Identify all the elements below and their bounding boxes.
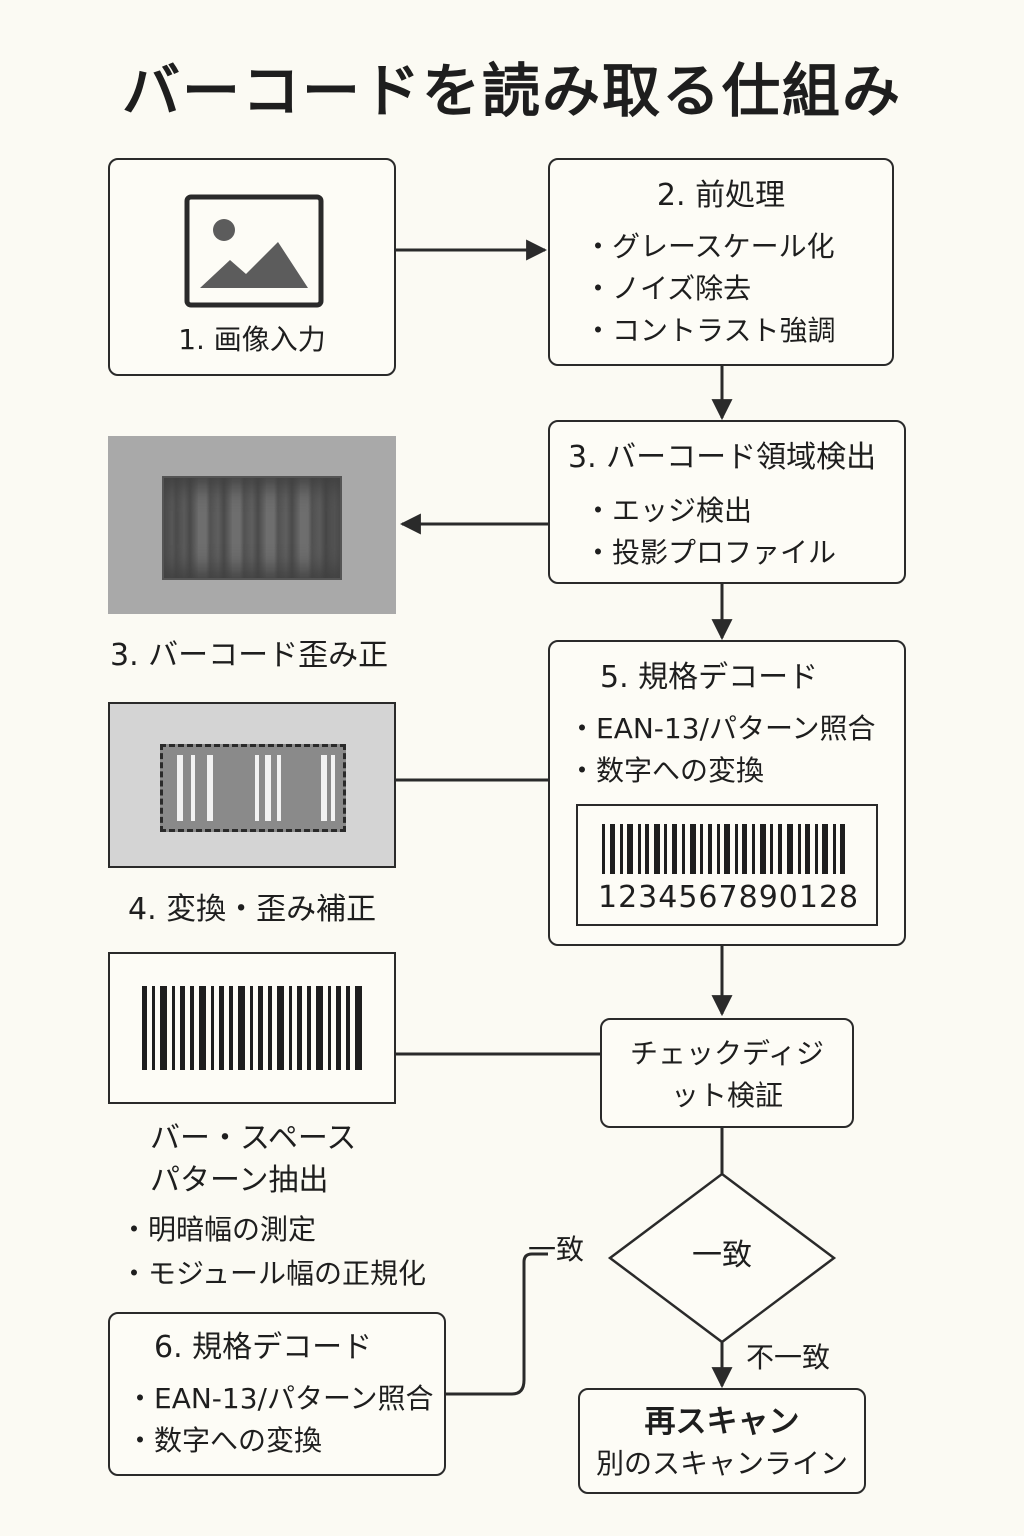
- step5-items: ・EAN-13/パターン照合 ・数字への変換: [568, 708, 876, 792]
- step3-items: ・エッジ検出 ・投影プロファイル: [584, 490, 836, 574]
- deskewed-barcode-image: [160, 744, 346, 832]
- deskewed-bars: [177, 755, 335, 821]
- barspace-item: ・明暗幅の測定: [120, 1213, 317, 1246]
- rescan-subtitle: 別のスキャンライン: [595, 1447, 848, 1480]
- step6-title: 6. 規格デコード: [154, 1330, 373, 1365]
- rescan-title: 再スキャン: [644, 1404, 800, 1440]
- step2-title: 2. 前処理: [656, 178, 786, 213]
- step2-items: ・グレースケール化 ・ノイズ除去 ・コントラスト強調: [584, 226, 835, 352]
- step2-item: ・グレースケール化: [584, 230, 835, 263]
- barspace-line1: バー・スペース: [150, 1121, 357, 1156]
- barspace-items: ・明暗幅の測定 ・モジュール幅の正規化: [120, 1208, 426, 1296]
- barcode-sample: 1234567890128: [576, 804, 878, 926]
- barcode-bars: [602, 824, 845, 874]
- decision-diamond: [607, 1172, 837, 1344]
- deskew-image-panel: [108, 702, 396, 868]
- step6-decode-box: 6. 規格デコード ・EAN-13/パターン照合 ・数字への変換: [108, 1312, 446, 1476]
- rescan-box: 再スキャン 別のスキャンライン: [578, 1388, 866, 1494]
- check-line2: ット検証: [670, 1079, 783, 1112]
- step3-item: ・エッジ検出: [584, 494, 753, 527]
- step5-title: 5. 規格デコード: [600, 660, 819, 695]
- page-title: バーコードを読み取る仕組み: [121, 57, 902, 125]
- barcode-number: 1234567890128: [598, 880, 860, 915]
- region-image-panel: [108, 436, 396, 614]
- arrow-6-to-decision: [446, 1252, 548, 1396]
- step6-items: ・EAN-13/パターン照合 ・数字への変換: [126, 1378, 434, 1462]
- check-line1: チェックディジ: [629, 1037, 825, 1070]
- decision-yes-label: 一致: [528, 1233, 585, 1266]
- barspace-title: バー・スペース パターン抽出: [150, 1118, 356, 1202]
- step2-preprocess-box: 2. 前処理 ・グレースケール化 ・ノイズ除去 ・コントラスト強調: [548, 158, 894, 366]
- step4-label: 4. 変換・歪み補正: [128, 892, 377, 927]
- step6-item: ・EAN-13/パターン照合: [126, 1382, 434, 1415]
- step3-item: ・投影プロファイル: [584, 536, 837, 569]
- step5-item: ・数字への変換: [568, 754, 765, 787]
- step6-item: ・数字への変換: [126, 1424, 323, 1457]
- decision-no-label: 不一致: [746, 1341, 831, 1374]
- step1-image-input-box: 1. 画像入力: [108, 158, 396, 376]
- step3-title: 3. バーコード領域検出: [568, 440, 877, 475]
- step1-label: 1. 画像入力: [178, 323, 326, 356]
- step2-item: ・コントラスト強調: [584, 314, 836, 347]
- barspace-line2: パターン抽出: [150, 1163, 329, 1198]
- barspace-item: ・モジュール幅の正規化: [120, 1257, 427, 1290]
- step5-item: ・EAN-13/パターン照合: [568, 712, 876, 745]
- decision-label: 一致: [692, 1238, 752, 1273]
- image-icon: [184, 194, 324, 308]
- step3b-label: 3. バーコード歪み正: [110, 638, 389, 673]
- step2-item: ・ノイズ除去: [584, 272, 752, 305]
- step5-decode-box: 5. 規格デコード ・EAN-13/パターン照合 ・数字への変換: [548, 640, 906, 946]
- bar-space-bars: [142, 986, 362, 1070]
- blurred-barcode-image: [162, 476, 342, 580]
- bar-space-image-panel: [108, 952, 396, 1104]
- check-digit-box: チェックディジ ット検証: [600, 1018, 854, 1128]
- step3-detect-box: 3. バーコード領域検出 ・エッジ検出 ・投影プロファイル: [548, 420, 906, 584]
